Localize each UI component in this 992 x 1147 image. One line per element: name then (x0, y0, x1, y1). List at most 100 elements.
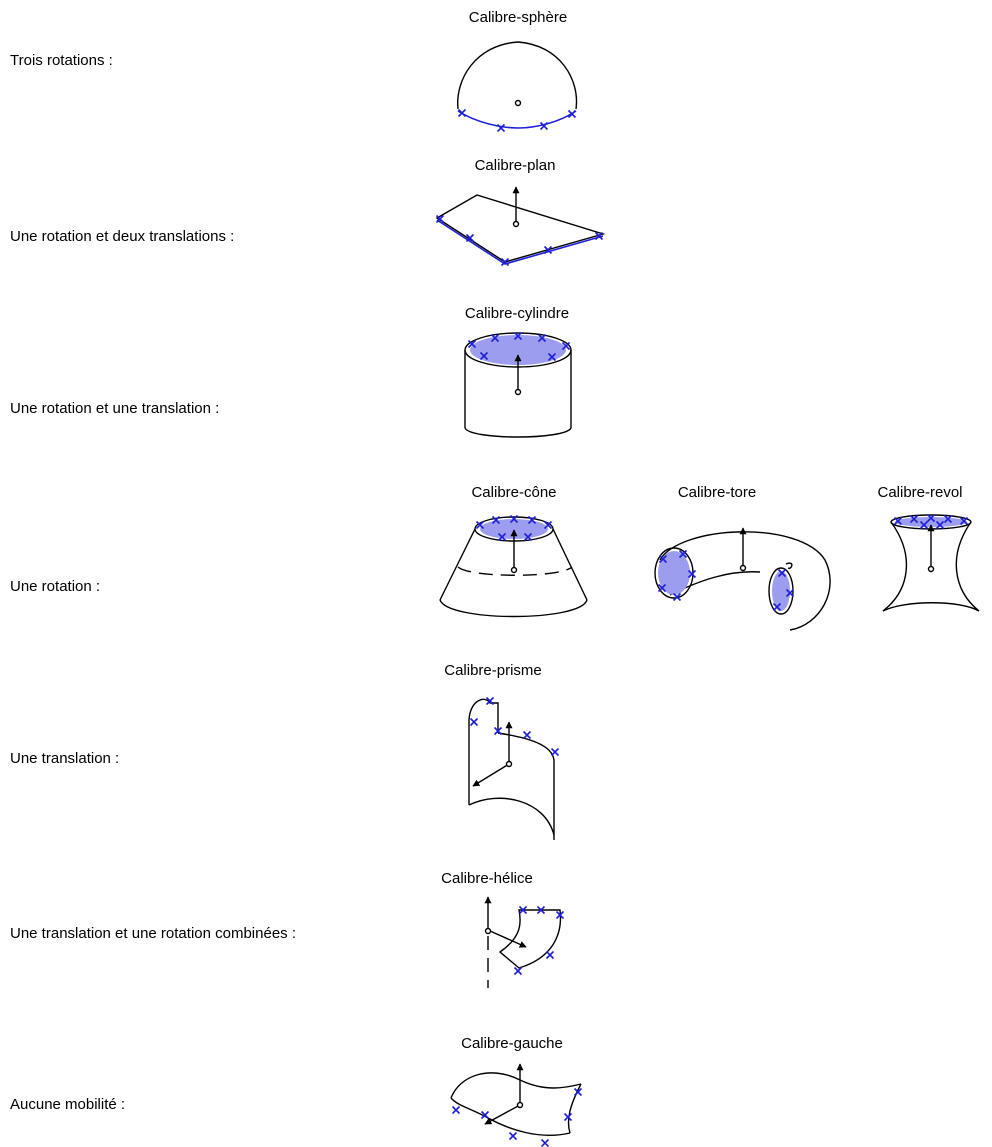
title-prisme: Calibre-prisme (444, 662, 542, 679)
plan-gauge (435, 186, 606, 267)
contact-marker (457, 108, 467, 118)
tore-contact-markers (657, 549, 795, 612)
contact-marker (469, 717, 479, 727)
contact-marker (658, 554, 668, 564)
contact-marker (480, 1110, 490, 1120)
cylindre-contact-markers (467, 331, 571, 362)
contact-marker (500, 257, 510, 267)
contact-marker (518, 905, 528, 915)
revol-origin-point (927, 565, 935, 573)
contact-marker (919, 520, 929, 530)
prisme-origin-point (505, 760, 513, 768)
contact-marker (522, 730, 532, 740)
contact-marker (563, 1112, 573, 1122)
contact-marker (567, 109, 577, 119)
contact-marker (465, 233, 475, 243)
tore-right-section (772, 571, 790, 611)
contact-marker (555, 910, 565, 920)
gauche-gauge (450, 1063, 583, 1147)
contact-marker (959, 516, 969, 526)
contact-marker (540, 1138, 550, 1147)
cone-origin-point (510, 566, 518, 574)
title-cone: Calibre-cône (471, 484, 557, 501)
title-cylindre: Calibre-cylindre (464, 305, 570, 322)
contact-marker (527, 515, 537, 525)
contact-marker (935, 520, 945, 530)
prisme-contact-markers (469, 696, 560, 757)
cylindre-origin-point (514, 388, 522, 396)
cone-contact-markers (475, 514, 553, 542)
contact-marker (435, 214, 445, 224)
tore-origin-point (739, 564, 747, 572)
prisme-arrow-diagonal (472, 763, 510, 787)
contact-marker (508, 1131, 518, 1141)
contact-marker (772, 602, 782, 612)
contact-marker (490, 333, 500, 343)
contact-marker (893, 516, 903, 526)
contact-marker (451, 1105, 461, 1115)
cylindre-gauge (464, 331, 572, 438)
contact-marker (909, 514, 919, 524)
contact-marker (785, 588, 795, 598)
tore-gauge (654, 527, 831, 631)
contact-marker (536, 905, 546, 915)
contact-marker (550, 747, 560, 757)
revol-gauge (882, 513, 980, 612)
contact-marker (561, 341, 571, 351)
contact-marker (513, 966, 523, 976)
revol-contact-markers (893, 513, 969, 530)
contact-marker (496, 123, 506, 133)
title-plan: Calibre-plan (474, 157, 556, 174)
contact-marker (594, 231, 604, 241)
title-revol: Calibre-revol (877, 484, 963, 501)
plan-origin-point (512, 220, 520, 228)
contact-marker (509, 514, 519, 524)
contact-marker (485, 696, 495, 706)
contact-marker (687, 569, 697, 579)
contact-marker (523, 532, 533, 542)
contact-marker (493, 726, 503, 736)
gauche-arrow-diagonal (484, 1104, 521, 1125)
contact-marker (678, 549, 688, 559)
helice-arrow-diagonal (489, 930, 527, 948)
contact-marker (475, 520, 485, 530)
contact-marker (573, 1087, 583, 1097)
sphere-contact-markers (457, 108, 577, 133)
cylindre-top-face (470, 335, 566, 365)
helice-origin-point (484, 927, 492, 935)
contact-marker (926, 513, 936, 523)
row-label-cylindre: Une rotation et une translation : (10, 400, 220, 417)
contact-marker (491, 515, 501, 525)
contact-marker (543, 245, 553, 255)
contact-marker (543, 520, 553, 530)
row-label-prisme: Une translation : (10, 750, 120, 767)
helice-contact-markers (513, 905, 565, 976)
contact-marker (657, 583, 667, 593)
row-label-helice: Une translation et une rotation combinée… (10, 925, 297, 942)
row-label-plan: Une rotation et deux translations : (10, 228, 235, 245)
helice-gauge (484, 896, 565, 988)
contact-marker (537, 333, 547, 343)
contact-marker (672, 592, 682, 602)
contact-marker (513, 331, 523, 341)
sphere-center-point (514, 99, 522, 107)
contact-marker (479, 351, 489, 361)
title-tore: Calibre-tore (677, 484, 757, 501)
cone-gauge (439, 514, 588, 618)
title-helice: Calibre-hélice (441, 870, 533, 887)
contact-marker (497, 532, 507, 542)
contact-marker (777, 568, 787, 578)
title-gauche: Calibre-gauche (461, 1035, 563, 1052)
sphere-gauge (457, 41, 578, 133)
contact-marker (545, 950, 555, 960)
plan-contact-markers (435, 214, 604, 267)
gauche-contact-markers (451, 1087, 583, 1147)
contact-marker (547, 352, 557, 362)
title-sphere: Calibre-sphère (468, 9, 568, 26)
contact-marker (467, 339, 477, 349)
gauche-origin-point (516, 1101, 524, 1109)
row-label-sphere: Trois rotations : (10, 52, 113, 69)
prisme-gauge (468, 696, 560, 840)
contact-marker (943, 514, 953, 524)
